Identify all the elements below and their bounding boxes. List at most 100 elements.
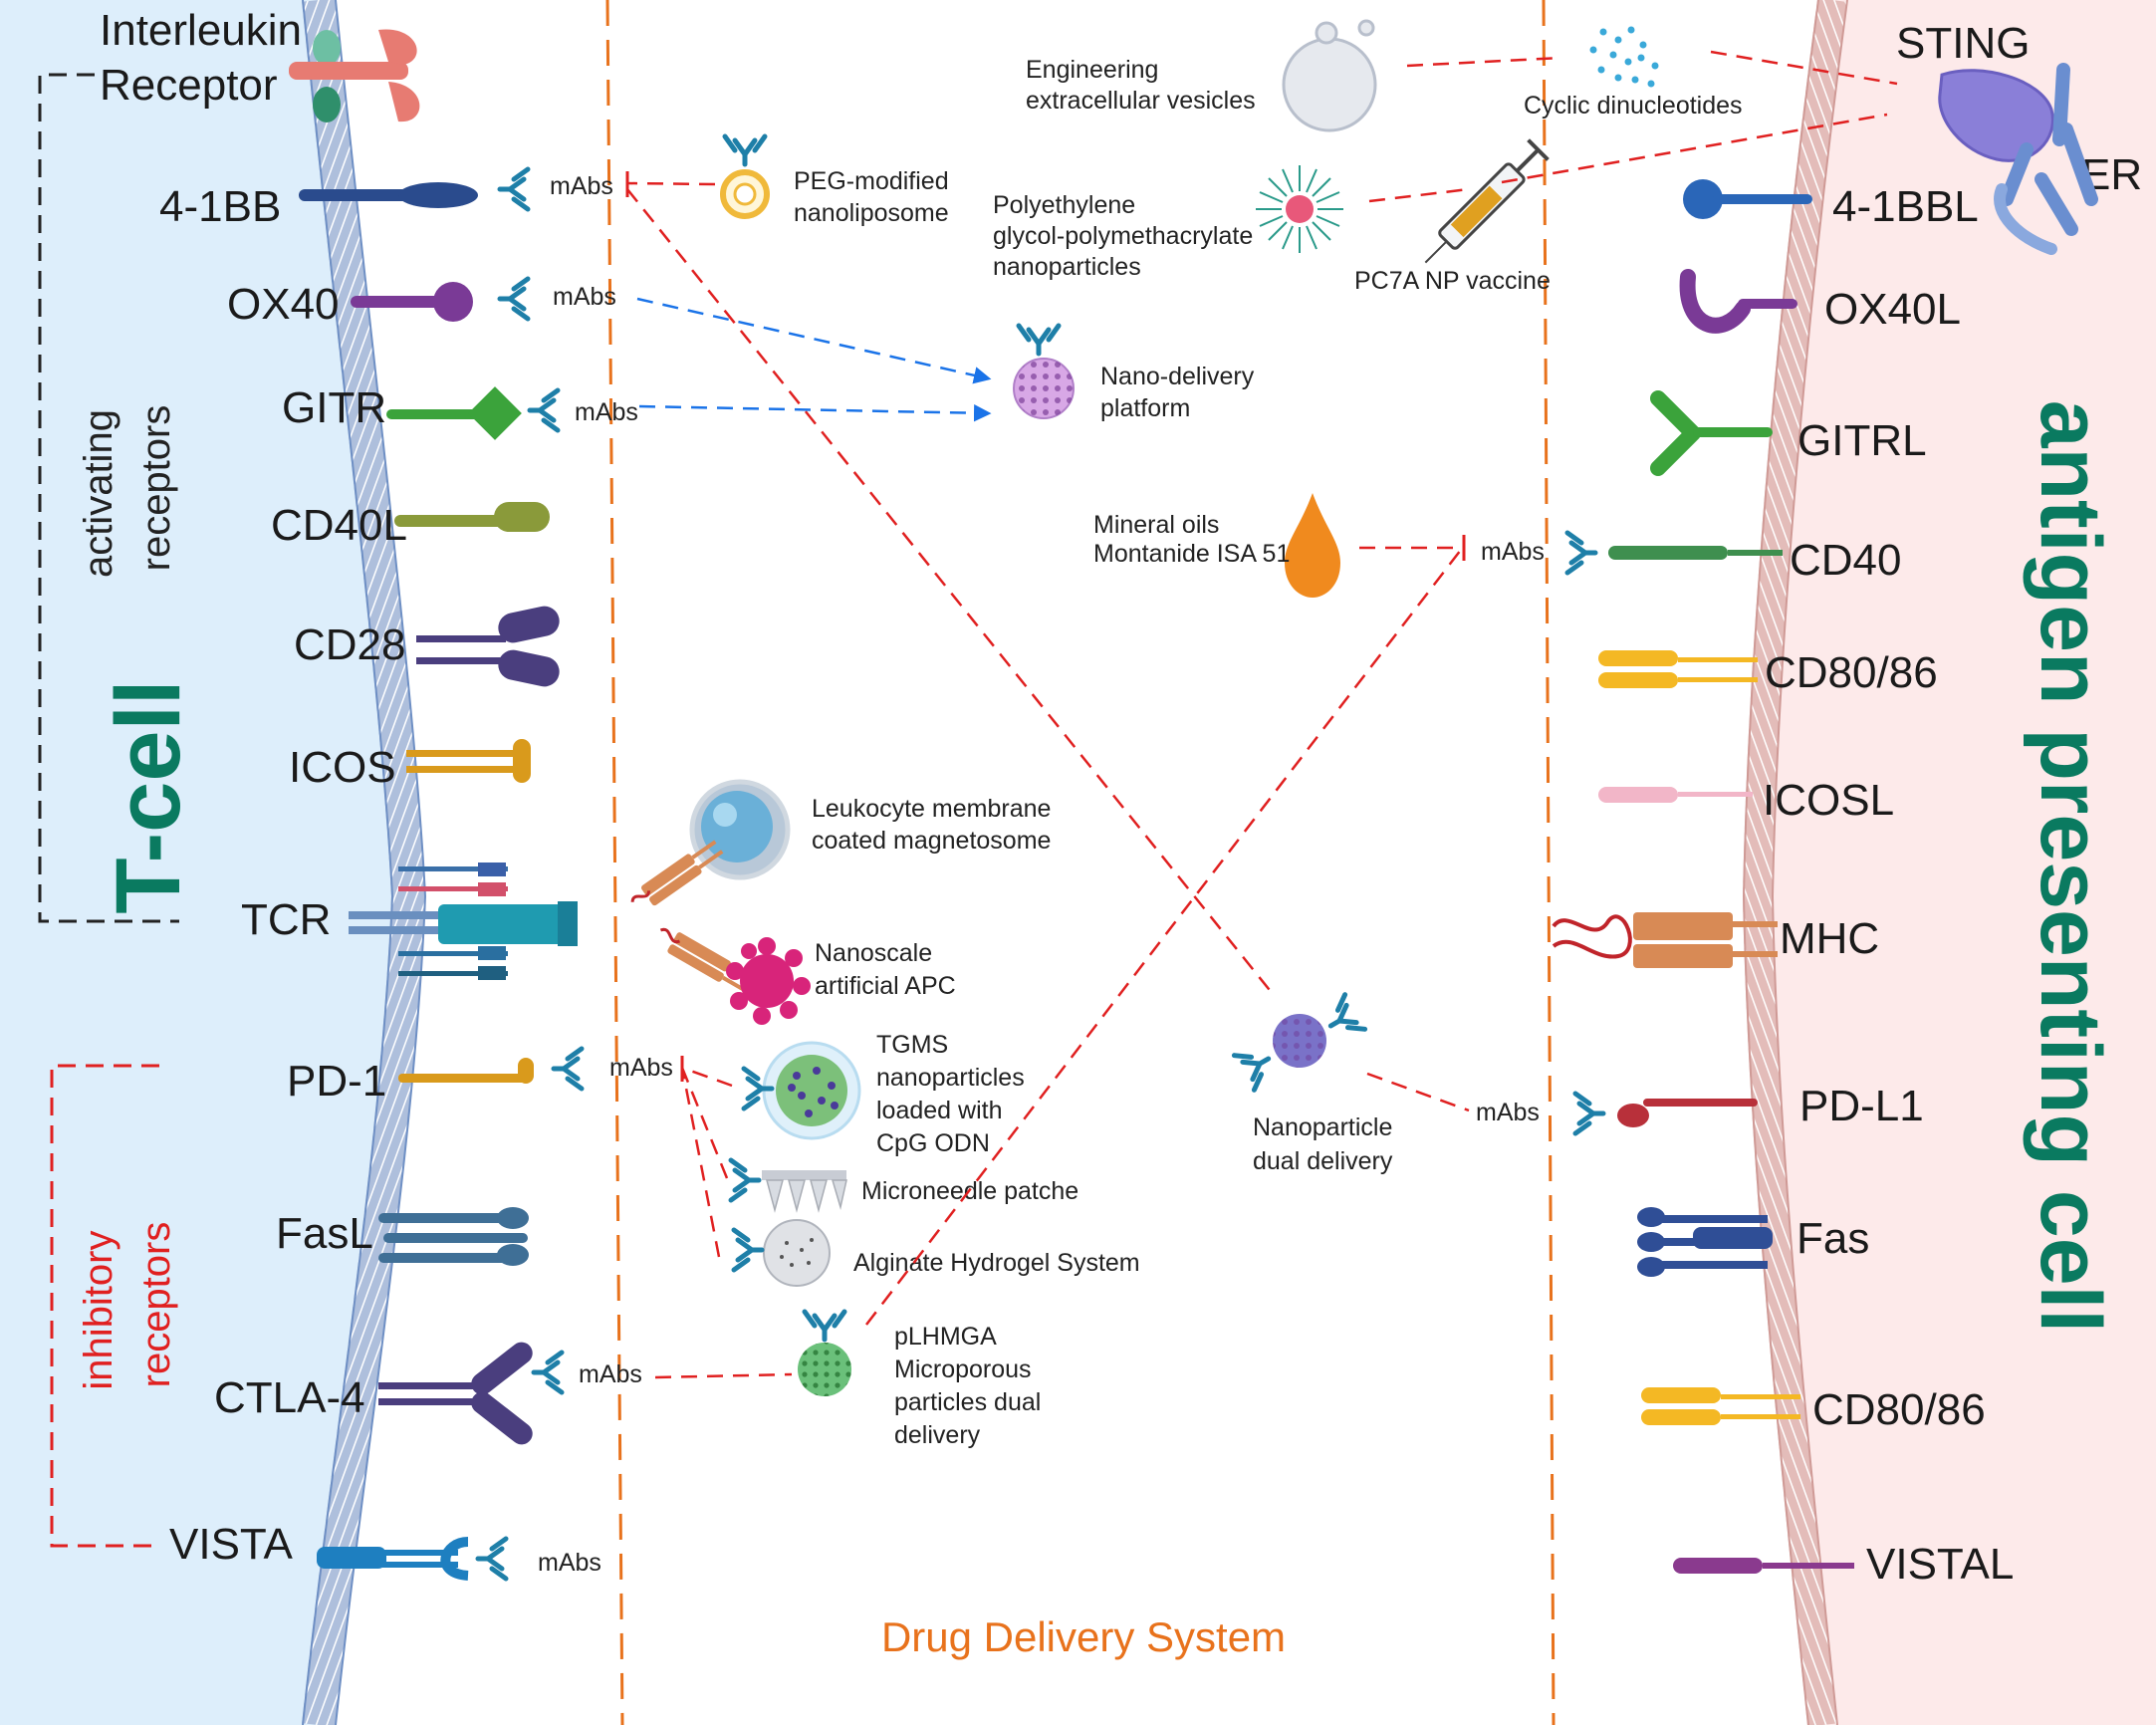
line-pgpm-to-pc7a (1368, 187, 1470, 203)
drug-delivery-title: Drug Delivery System (881, 1613, 1286, 1660)
tcell-cytoplasm (0, 0, 408, 1725)
svg-text:activating receptors: activating receptors (77, 398, 178, 578)
fas-ligand-icon (1637, 1207, 1773, 1277)
apc-membrane (1742, 0, 1847, 1725)
tcell-label: T-cell (98, 679, 199, 913)
fas-label: Fas (1797, 1214, 1869, 1263)
vistal-label: VISTAL (1866, 1540, 2014, 1589)
connection-lines (626, 50, 1898, 1379)
tgms-label-3: loaded with (876, 1097, 1002, 1124)
pd1-label: PD-1 (287, 1057, 386, 1106)
plhmga-particle-icon (798, 1312, 851, 1396)
ev-label-1: Engineering (1026, 56, 1158, 84)
ox40-label: OX40 (227, 280, 340, 329)
inhibitory-label-2: receptors (134, 1222, 178, 1388)
interleukin-label: Interleukin (100, 6, 302, 55)
r41bb-label: 4-1BB (159, 182, 281, 231)
ox40l-ligand-icon (1679, 269, 1797, 334)
icosl-label: ICOSL (1763, 776, 1894, 825)
mabs-ox40: mAbs (500, 279, 616, 319)
arrow-gitr-to-platform (638, 403, 992, 422)
arrow-ox40-to-platform (636, 297, 992, 384)
plhmga-label-1: pLHMGA (894, 1323, 997, 1351)
inhibitory-bracket (50, 1064, 159, 1548)
gitrl-label: GITRL (1797, 416, 1927, 465)
svg-text:mAbs: mAbs (550, 172, 613, 200)
peg-label-1: PEG-modified (794, 167, 949, 195)
mineral-label-2: Montanide ISA 51 (1093, 540, 1290, 568)
line-pc7a-to-sting (1501, 113, 1888, 184)
line-plhmga-to-cd40 (865, 545, 1465, 1326)
mabs-gitr: mAbs (530, 390, 638, 430)
tgms-label-1: TGMS (876, 1031, 948, 1059)
line-cdn-to-sting (1710, 50, 1898, 86)
fasl-label: FasL (276, 1209, 373, 1258)
ctla4-label: CTLA-4 (214, 1373, 365, 1422)
pdl1-ligand-icon (1575, 1094, 1758, 1133)
pd1-receptor-icon (398, 1058, 534, 1084)
line-41bb-to-np-dual (626, 188, 1274, 995)
ox40-receptor-icon (351, 282, 473, 322)
gitr-label: GITR (282, 383, 386, 432)
gitrl-ligand-icon (1650, 390, 1773, 476)
fasl-receptor-icon (378, 1207, 529, 1266)
leuko-label-2: coated magnetosome (812, 827, 1051, 855)
mabs-pd1: mAbs (554, 1049, 673, 1089)
svg-text:mAbs: mAbs (1476, 1099, 1540, 1126)
inhibitory-label-1: inhibitory (77, 1231, 120, 1390)
microneedle-patch-icon (731, 1160, 847, 1213)
alginate-hydrogel-icon (734, 1219, 831, 1287)
interleukin-receptor-icon (289, 29, 420, 123)
pgpm-label-2: glycol-polymethacrylate (993, 222, 1253, 250)
peg-label-2: nanoliposome (794, 199, 949, 227)
mhc-ligand-icon (1552, 912, 1778, 968)
nanoparticle-dual-delivery-icon (1234, 995, 1364, 1091)
sting-label: STING (1896, 19, 2030, 68)
pgpm-label-1: Polyethylene (993, 191, 1135, 219)
plhmga-label-3: particles dual (894, 1388, 1041, 1416)
ev-label-2: extracellular vesicles (1026, 87, 1256, 115)
alginate-label: Alginate Hydrogel System (853, 1249, 1140, 1277)
line-peg-to-41bb-mabs (626, 181, 716, 186)
magnetosome-icon (630, 779, 791, 906)
apc-label: antigen presenting cell (2023, 400, 2118, 1334)
activating-label-1: activating (77, 409, 120, 578)
activating-label-2: receptors (134, 405, 178, 572)
mhc-label: MHC (1780, 914, 1879, 963)
mabs-vista: mAbs (478, 1539, 601, 1579)
pgpm-nanoparticle-icon (1256, 165, 1343, 253)
drug-zone-left-boundary (605, 0, 624, 1725)
cd40l-label: CD40L (271, 501, 407, 550)
cd28-receptor-icon (416, 606, 560, 687)
nano-delivery-platform-icon (1013, 326, 1075, 419)
svg-text:mAbs: mAbs (538, 1549, 601, 1577)
line-ctla4-to-plhmga (654, 1372, 793, 1379)
line-ev-to-cdn (1406, 56, 1562, 68)
mineral-oil-drop-icon (1285, 493, 1340, 598)
receptor-label: Receptor (100, 61, 278, 110)
activating-bracket (38, 73, 179, 923)
tgms-nanoparticle-icon (744, 1041, 861, 1140)
np-dual-label-2: dual delivery (1253, 1147, 1393, 1175)
vista-label: VISTA (169, 1520, 294, 1569)
svg-text:mAbs: mAbs (553, 283, 616, 311)
nano-platform-label-1: Nano-delivery (1100, 363, 1255, 390)
ctla4-receptor-icon (378, 1342, 533, 1445)
vista-receptor-icon (317, 1537, 469, 1581)
cdn-label: Cyclic dinucleotides (1524, 92, 1743, 120)
svg-text:mAbs: mAbs (1481, 538, 1545, 566)
napc-label-2: artificial APC (815, 972, 956, 1000)
mabs-cd40: mAbs (1481, 538, 1545, 566)
sting-er-icon (1938, 63, 2098, 255)
icosl-ligand-icon (1598, 787, 1753, 803)
leuko-label-1: Leukocyte membrane (812, 795, 1051, 823)
nano-platform-label-2: platform (1100, 394, 1190, 422)
mineral-label-1: Mineral oils (1093, 511, 1219, 539)
peg-nanoliposome-icon (720, 136, 770, 219)
tgms-label-4: CpG ODN (876, 1129, 990, 1157)
mabs-ctla4: mAbs (534, 1353, 642, 1392)
syringe-icon (1424, 138, 1550, 264)
line-alginate-to-pd1 (680, 1067, 721, 1258)
cd8086b-label: CD80/86 (1812, 1385, 1986, 1434)
vistal-ligand-icon (1673, 1558, 1854, 1574)
